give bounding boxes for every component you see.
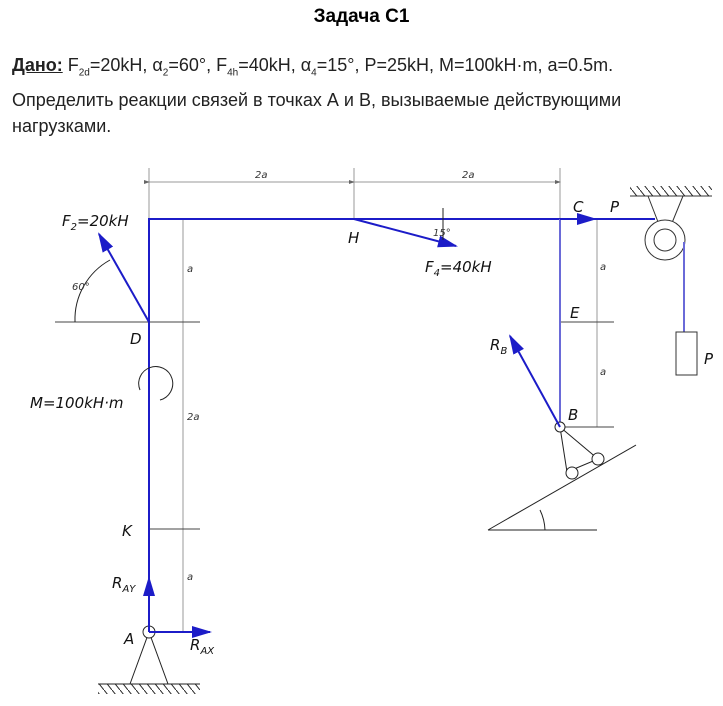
svg-text:RB: RB: [490, 336, 507, 357]
angle-60-arc: [74, 259, 111, 323]
svg-text:D: D: [130, 330, 142, 348]
svg-text:a: a: [187, 572, 193, 583]
frame-beam: [148, 218, 655, 632]
task-text: Определить реакции связей в точках А и В…: [12, 89, 622, 136]
task-title: Задача С1: [313, 6, 410, 27]
svg-text:K: K: [122, 522, 133, 540]
svg-text:a: a: [187, 264, 193, 275]
f4-label: F4=40kH: [425, 258, 492, 279]
force-f4-arrow: [353, 218, 458, 248]
svg-text:2a: 2a: [187, 412, 200, 423]
given-block: Дано: F2d=20kH, α2=60°, F4h=40kH, α4=15°…: [12, 55, 622, 136]
svg-text:P: P: [704, 350, 714, 368]
given-label: Дано:: [12, 55, 63, 75]
svg-text:RAY: RAY: [112, 574, 136, 595]
pulley: [630, 186, 712, 376]
svg-text:B: B: [568, 406, 578, 424]
f2-label: F2=20kH: [62, 212, 129, 233]
svg-text:E: E: [570, 304, 580, 322]
svg-text:60°: 60°: [72, 282, 90, 293]
force-f2-arrow: [98, 232, 150, 323]
svg-text:a: a: [600, 262, 606, 273]
svg-text:A: A: [123, 630, 134, 648]
svg-text:P: P: [610, 198, 620, 216]
svg-text:C: C: [573, 198, 584, 216]
svg-text:H: H: [348, 229, 359, 247]
dimension-lines: [144, 168, 598, 632]
support-a: [98, 625, 200, 694]
svg-text:a: a: [600, 367, 606, 378]
support-b: [487, 421, 637, 531]
moment-arc-icon: [138, 366, 174, 401]
svg-text:15°: 15°: [433, 228, 451, 239]
svg-text:RAX: RAX: [190, 636, 215, 657]
svg-text:2a: 2a: [462, 170, 475, 181]
weight-p: [675, 331, 698, 376]
svg-text:2a: 2a: [255, 170, 268, 181]
reaction-rb-arrow: [509, 334, 561, 428]
svg-text:M=100kH·m: M=100kH·m: [30, 394, 124, 412]
